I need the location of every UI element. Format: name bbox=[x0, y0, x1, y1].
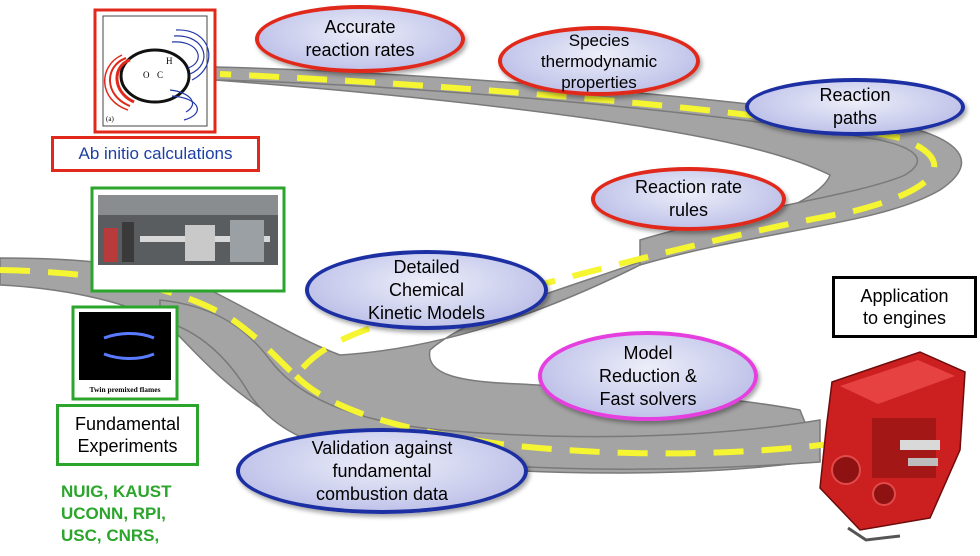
detailed-models-oval: Detailed Chemical Kinetic Models bbox=[305, 250, 548, 330]
flame-caption: Twin premixed flames bbox=[90, 385, 161, 394]
institutions-list: NUIG, KAUST UCONN, RPI, USC, CNRS, bbox=[61, 482, 172, 545]
model-reduction-label: Model Reduction & Fast solvers bbox=[598, 342, 698, 409]
reaction-paths-oval: Reaction paths bbox=[745, 78, 965, 136]
flame-photo: Twin premixed flames bbox=[71, 305, 179, 401]
application-engines-label: Application to engines bbox=[860, 286, 949, 328]
reaction-paths-label: Reaction paths bbox=[819, 85, 891, 128]
engine-image bbox=[819, 351, 966, 542]
species-thermo-label: Species thermodynamic properties bbox=[540, 30, 658, 92]
reaction-rate-rules-oval: Reaction rate rules bbox=[591, 167, 786, 231]
ab-initio-box: Ab initio calculations bbox=[51, 136, 260, 172]
shock-tube-photo bbox=[90, 186, 286, 293]
road-branch bbox=[159, 299, 821, 470]
road-stripe-lower bbox=[293, 373, 831, 457]
accurate-reaction-rates-oval: Accurate reaction rates bbox=[255, 5, 465, 73]
road-stripe-main bbox=[0, 71, 938, 381]
orbital-label-c: C bbox=[157, 70, 163, 80]
orbital-panel-label: (a) bbox=[106, 115, 114, 123]
ab-initio-figure: O C H (a) bbox=[93, 8, 217, 134]
detailed-models-label: Detailed Chemical Kinetic Models bbox=[367, 256, 486, 323]
validation-label: Validation against fundamental combustio… bbox=[311, 437, 453, 504]
model-reduction-oval: Model Reduction & Fast solvers bbox=[538, 331, 758, 421]
orbital-label-o: O bbox=[143, 70, 150, 80]
fundamental-experiments-box: Fundamental Experiments bbox=[56, 404, 199, 466]
orbital-label-h: H bbox=[166, 56, 173, 66]
accurate-reaction-rates-label: Accurate reaction rates bbox=[305, 17, 415, 60]
application-engines-box: Application to engines bbox=[832, 276, 977, 338]
fundamental-experiments-label: Fundamental Experiments bbox=[74, 414, 181, 456]
species-thermo-oval: Species thermodynamic properties bbox=[498, 26, 700, 96]
ab-initio-label: Ab initio calculations bbox=[78, 144, 233, 163]
reaction-rate-rules-label: Reaction rate rules bbox=[634, 177, 743, 220]
validation-oval: Validation against fundamental combustio… bbox=[236, 428, 528, 514]
